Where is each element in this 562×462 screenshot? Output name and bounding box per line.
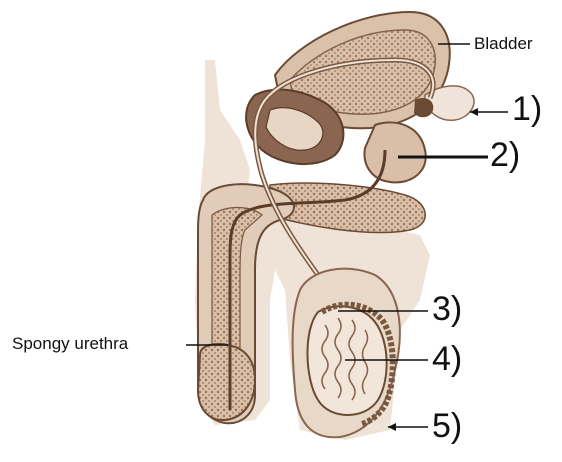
label-spongy-urethra: Spongy urethra <box>12 334 128 354</box>
prostate-gland <box>364 122 425 182</box>
label-2: 2) <box>490 136 520 175</box>
label-5: 5) <box>432 407 462 446</box>
label-3: 3) <box>432 290 462 329</box>
label-1: 1) <box>512 90 542 129</box>
ampulla-dark <box>414 98 433 117</box>
glans <box>198 344 255 420</box>
label-4: 4) <box>432 340 462 379</box>
label-bladder: Bladder <box>474 34 533 54</box>
